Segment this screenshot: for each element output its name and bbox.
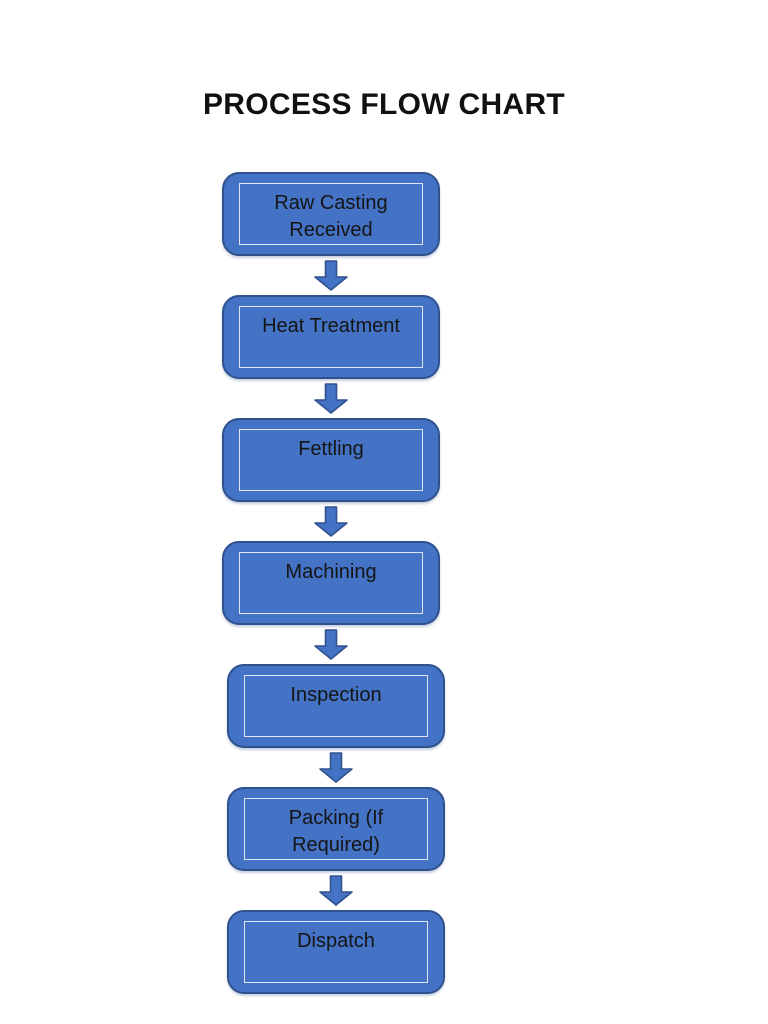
flow-step-label: Raw Casting Received (274, 192, 388, 241)
flow-step-label: Inspection (290, 684, 382, 706)
page-title: PROCESS FLOW CHART (202, 88, 566, 121)
flow-step-raw-casting-received: Raw Casting Received (222, 172, 440, 256)
flow-step-label: Fettling (298, 438, 364, 460)
flow-step-label: Machining (285, 561, 377, 583)
flow-step-inspection: Inspection (227, 664, 445, 748)
flow-step-dispatch: Dispatch (227, 910, 445, 994)
down-arrow-icon (319, 752, 353, 783)
down-arrow-icon (314, 629, 348, 660)
flow-step-label: Packing (If Required) (288, 807, 384, 856)
flow-step-packing-if-required: Packing (If Required) (227, 787, 445, 871)
flow-step-fettling: Fettling (222, 418, 440, 502)
flow-step-machining: Machining (222, 541, 440, 625)
flow-step-label: Dispatch (297, 930, 375, 952)
flow-step-label: Heat Treatment (262, 315, 400, 337)
flow-step-heat-treatment: Heat Treatment (222, 295, 440, 379)
down-arrow-icon (314, 383, 348, 414)
down-arrow-icon (319, 875, 353, 906)
down-arrow-icon (314, 506, 348, 537)
process-flow-chart: Raw Casting Received Heat Treatment Fett… (222, 172, 445, 994)
down-arrow-icon (314, 260, 348, 291)
